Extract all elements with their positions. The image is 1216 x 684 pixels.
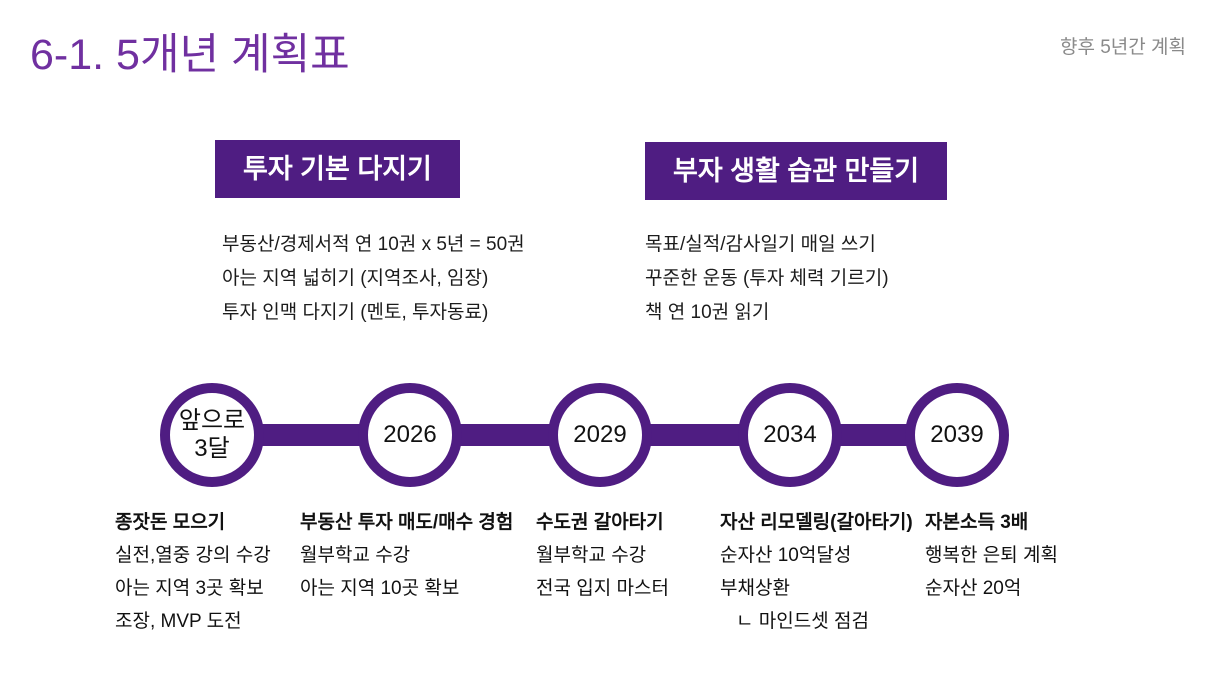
- milestone-item: 순자산 20억: [925, 578, 1022, 599]
- milestone-item: 월부학교 수강: [536, 545, 647, 566]
- milestone-item: 실전,열중 강의 수강: [115, 545, 271, 566]
- section-line: 책 연 10권 읽기: [645, 302, 770, 323]
- section-line: 목표/실적/감사일기 매일 쓰기: [645, 234, 876, 255]
- timeline-node-2034: 2034: [738, 383, 842, 487]
- section-heading-invest-basics: 투자 기본 다지기: [215, 140, 460, 199]
- milestone-details-2034: 자산 리모델링(갈아타기) 순자산 10억달성 부채상환 ㄴ 마인드셋 점검: [720, 506, 913, 638]
- milestone-details-now: 종잣돈 모으기 실전,열중 강의 수강 아는 지역 3곳 확보 조장, MVP …: [115, 506, 271, 638]
- milestone-subitem: ㄴ 마인드셋 점검: [736, 611, 869, 632]
- section-lines-invest-basics: 부동산/경제서적 연 10권 x 5년 = 50권 아는 지역 넓히기 (지역조…: [222, 228, 525, 330]
- timeline-node-label: 2029: [573, 421, 627, 449]
- milestone-title: 부동산 투자 매도/매수 경험: [300, 512, 514, 533]
- timeline-node-label: 2026: [383, 421, 437, 449]
- timeline-node-label: 2034: [763, 421, 817, 449]
- milestone-item: 조장, MVP 도전: [115, 611, 242, 632]
- timeline-node-2029: 2029: [548, 383, 652, 487]
- milestone-item: 순자산 10억달성: [720, 545, 852, 566]
- milestone-details-2029: 수도권 갈아타기 월부학교 수강 전국 입지 마스터: [536, 506, 669, 605]
- timeline-node-label: 앞으로3달: [178, 407, 246, 462]
- milestone-details-2026: 부동산 투자 매도/매수 경험 월부학교 수강 아는 지역 10곳 확보: [300, 506, 513, 605]
- milestone-item: 월부학교 수강: [300, 545, 411, 566]
- section-line: 투자 인맥 다지기 (멘토, 투자동료): [222, 302, 489, 323]
- timeline-node-2039: 2039: [905, 383, 1009, 487]
- section-line: 아는 지역 넓히기 (지역조사, 임장): [222, 268, 489, 289]
- milestone-title: 자본소득 3배: [925, 512, 1029, 533]
- milestone-item: 행복한 은퇴 계획: [925, 545, 1058, 566]
- milestone-title: 자산 리모델링(갈아타기): [720, 512, 913, 533]
- milestone-item: 부채상환: [720, 578, 790, 599]
- page-title: 6-1. 5개년 계획표: [30, 31, 350, 79]
- milestone-item: 전국 입지 마스터: [536, 578, 669, 599]
- milestone-title: 종잣돈 모으기: [115, 512, 226, 533]
- timeline-node-label: 2039: [930, 421, 984, 449]
- corner-note: 향후 5년간 계획: [1059, 37, 1186, 58]
- milestone-title: 수도권 갈아타기: [536, 512, 664, 533]
- milestone-item: 아는 지역 10곳 확보: [300, 578, 460, 599]
- timeline-node-now: 앞으로3달: [160, 383, 264, 487]
- section-heading-rich-habits: 부자 생활 습관 만들기: [645, 142, 948, 201]
- section-lines-rich-habits: 목표/실적/감사일기 매일 쓰기 꾸준한 운동 (투자 체력 기르기) 책 연 …: [645, 228, 889, 330]
- timeline-node-2026: 2026: [358, 383, 462, 487]
- section-line: 꾸준한 운동 (투자 체력 기르기): [645, 268, 889, 289]
- milestone-item: 아는 지역 3곳 확보: [115, 578, 264, 599]
- section-line: 부동산/경제서적 연 10권 x 5년 = 50권: [222, 234, 525, 255]
- milestone-details-2039: 자본소득 3배 행복한 은퇴 계획 순자산 20억: [925, 506, 1058, 605]
